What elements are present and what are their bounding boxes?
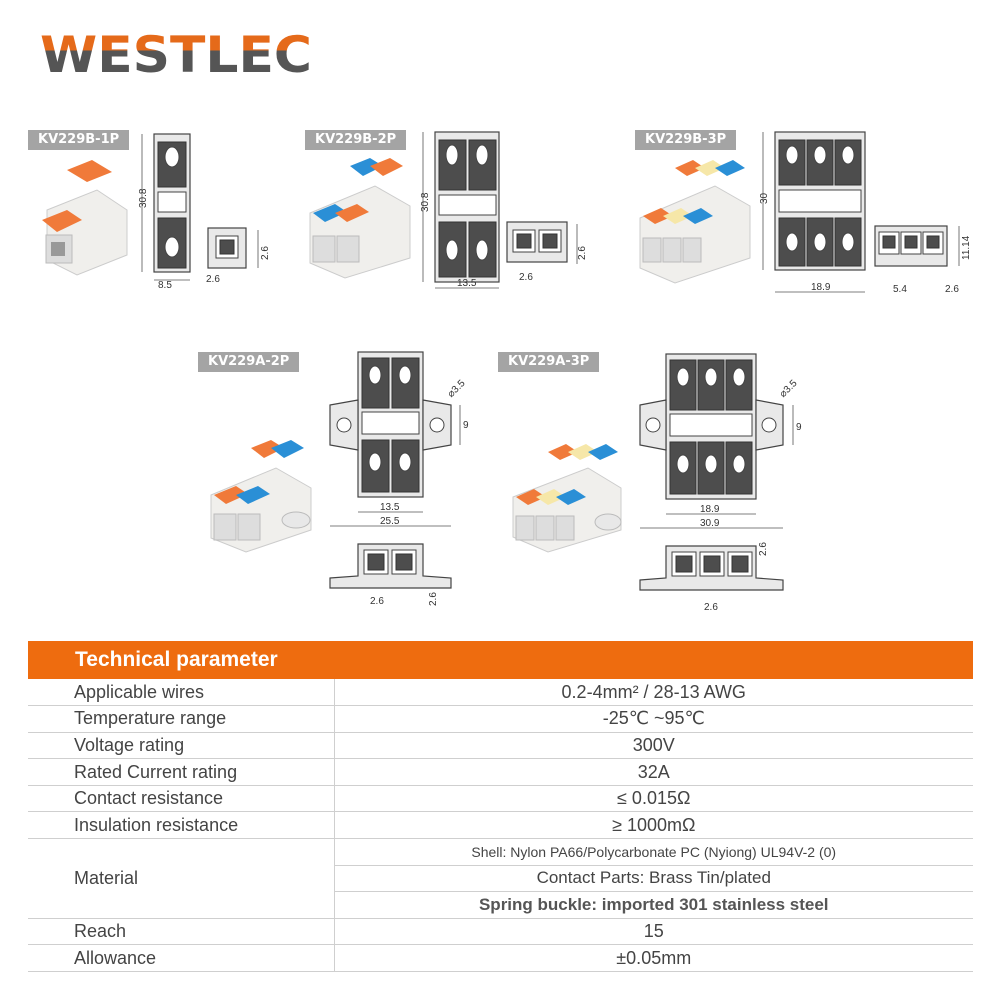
svg-text:25.5: 25.5 xyxy=(380,516,400,527)
svg-text:2.6: 2.6 xyxy=(577,246,588,260)
side-drawing: 11.14 5.4 2.6 xyxy=(874,225,972,295)
svg-text:5.4: 5.4 xyxy=(893,284,907,295)
svg-text:18.9: 18.9 xyxy=(811,282,831,293)
svg-text:2.6: 2.6 xyxy=(758,542,769,556)
param-value: 0.2-4mm² / 28-13 AWG xyxy=(334,679,973,707)
table-row: Rated Current rating 32A xyxy=(28,758,973,786)
svg-text:9: 9 xyxy=(463,420,469,431)
tech-parameter-table: Applicable wires 0.2-4mm² / 28-13 AWG Te… xyxy=(28,679,973,973)
param-label: Material xyxy=(28,838,335,919)
table-row: Voltage rating 300V xyxy=(28,732,973,760)
product-kv229a-2p: KV229A-2P 9 ⌀3.5 13.5 25.5 xyxy=(198,350,498,620)
model-tag: KV229A-2P xyxy=(198,352,300,372)
param-label: Allowance xyxy=(28,944,335,973)
param-label: Voltage rating xyxy=(28,732,335,760)
svg-text:2.6: 2.6 xyxy=(704,602,718,613)
side-drawing: 2.6 2.6 xyxy=(639,542,784,613)
front-drawing: 30 18.9 xyxy=(759,131,866,293)
svg-text:2.6: 2.6 xyxy=(519,272,533,283)
param-value: ≥ 1000mΩ xyxy=(334,811,973,840)
model-tag: KV229B-1P xyxy=(28,130,130,150)
table-row: Allowance ±0.05mm xyxy=(28,944,973,973)
param-value: ±0.05mm xyxy=(334,944,973,973)
product-kv229a-3p: KV229A-3P 9 ⌀3.5 18.9 xyxy=(498,350,818,625)
table-row: Applicable wires 0.2-4mm² / 28-13 AWG xyxy=(28,679,973,707)
model-tag: KV229B-2P xyxy=(305,130,407,150)
svg-text:9: 9 xyxy=(796,422,802,433)
param-value: 32A xyxy=(334,758,973,786)
param-value: 15 xyxy=(334,918,973,946)
side-drawing: 2.6 2.6 xyxy=(506,221,588,283)
tech-parameter-title: Technical parameter xyxy=(28,641,973,679)
tech-parameter-section: Technical parameter Applicable wires 0.2… xyxy=(28,641,973,973)
param-value: 300V xyxy=(334,732,973,760)
param-label: Contact resistance xyxy=(28,785,335,813)
westlec-logo: WESTLEC xyxy=(40,30,312,78)
product-photo xyxy=(512,444,622,553)
logo-text: WESTLEC xyxy=(40,30,312,78)
product-photo xyxy=(309,158,411,279)
side-drawing: 2.6 2.6 xyxy=(206,227,271,285)
table-row: Temperature range -25℃ ~95℃ xyxy=(28,705,973,733)
svg-text:30: 30 xyxy=(759,192,770,204)
param-value: Spring buckle: imported 301 stainless st… xyxy=(334,891,973,919)
svg-text:30.8: 30.8 xyxy=(420,192,431,212)
product-photo xyxy=(210,440,312,553)
table-row: Contact resistance ≤ 0.015Ω xyxy=(28,785,973,813)
front-drawing: 9 ⌀3.5 18.9 30.9 xyxy=(639,353,802,529)
param-value: ≤ 0.015Ω xyxy=(334,785,973,813)
param-label: Reach xyxy=(28,918,335,946)
svg-text:⌀3.5: ⌀3.5 xyxy=(778,378,800,400)
svg-text:30.9: 30.9 xyxy=(700,518,720,529)
svg-text:13.5: 13.5 xyxy=(457,278,477,289)
svg-text:2.6: 2.6 xyxy=(206,274,220,285)
svg-text:13.5: 13.5 xyxy=(380,502,400,513)
param-label: Applicable wires xyxy=(28,679,335,707)
svg-text:2.6: 2.6 xyxy=(945,284,959,295)
product-photo xyxy=(42,160,128,276)
svg-text:2.6: 2.6 xyxy=(428,592,439,606)
svg-text:11.14: 11.14 xyxy=(961,235,972,260)
svg-text:18.9: 18.9 xyxy=(700,504,720,515)
svg-text:⌀3.5: ⌀3.5 xyxy=(446,378,468,400)
front-drawing: 9 ⌀3.5 13.5 25.5 xyxy=(329,351,469,527)
table-row: Material Shell: Nylon PA66/Polycarbonate… xyxy=(28,838,973,919)
param-label: Temperature range xyxy=(28,705,335,733)
front-drawing: 30.8 13.5 xyxy=(420,131,500,289)
param-value: Contact Parts: Brass Tin/plated xyxy=(334,865,973,893)
svg-text:2.6: 2.6 xyxy=(260,246,271,260)
product-kv229b-3p: KV229B-3P 30 18.9 xyxy=(635,130,980,300)
model-tag: KV229B-3P xyxy=(635,130,737,150)
svg-text:8.5: 8.5 xyxy=(158,280,172,291)
param-label: Rated Current rating xyxy=(28,758,335,786)
table-row: Spring buckle: imported 301 stainless st… xyxy=(28,891,973,919)
product-kv229b-2p: KV229B-2P 30.8 13.5 2.6 2.6 xyxy=(305,130,605,295)
table-row: Insulation resistance ≥ 1000mΩ xyxy=(28,811,973,840)
table-row: Contact Parts: Brass Tin/plated xyxy=(28,865,973,893)
svg-text:2.6: 2.6 xyxy=(370,596,384,607)
model-tag: KV229A-3P xyxy=(498,352,600,372)
front-drawing: 30.8 8.5 xyxy=(138,133,191,291)
param-value: -25℃ ~95℃ xyxy=(334,705,973,733)
param-value: Shell: Nylon PA66/Polycarbonate PC (Nyio… xyxy=(334,838,973,866)
product-photo xyxy=(639,160,751,284)
product-kv229b-1p: KV229B-1P 30.8 8.5 2.6 2.6 xyxy=(28,130,271,291)
side-drawing: 2.6 2.6 xyxy=(329,543,452,607)
table-row: Reach 15 xyxy=(28,918,973,946)
svg-text:30.8: 30.8 xyxy=(138,188,149,208)
param-label: Insulation resistance xyxy=(28,811,335,840)
